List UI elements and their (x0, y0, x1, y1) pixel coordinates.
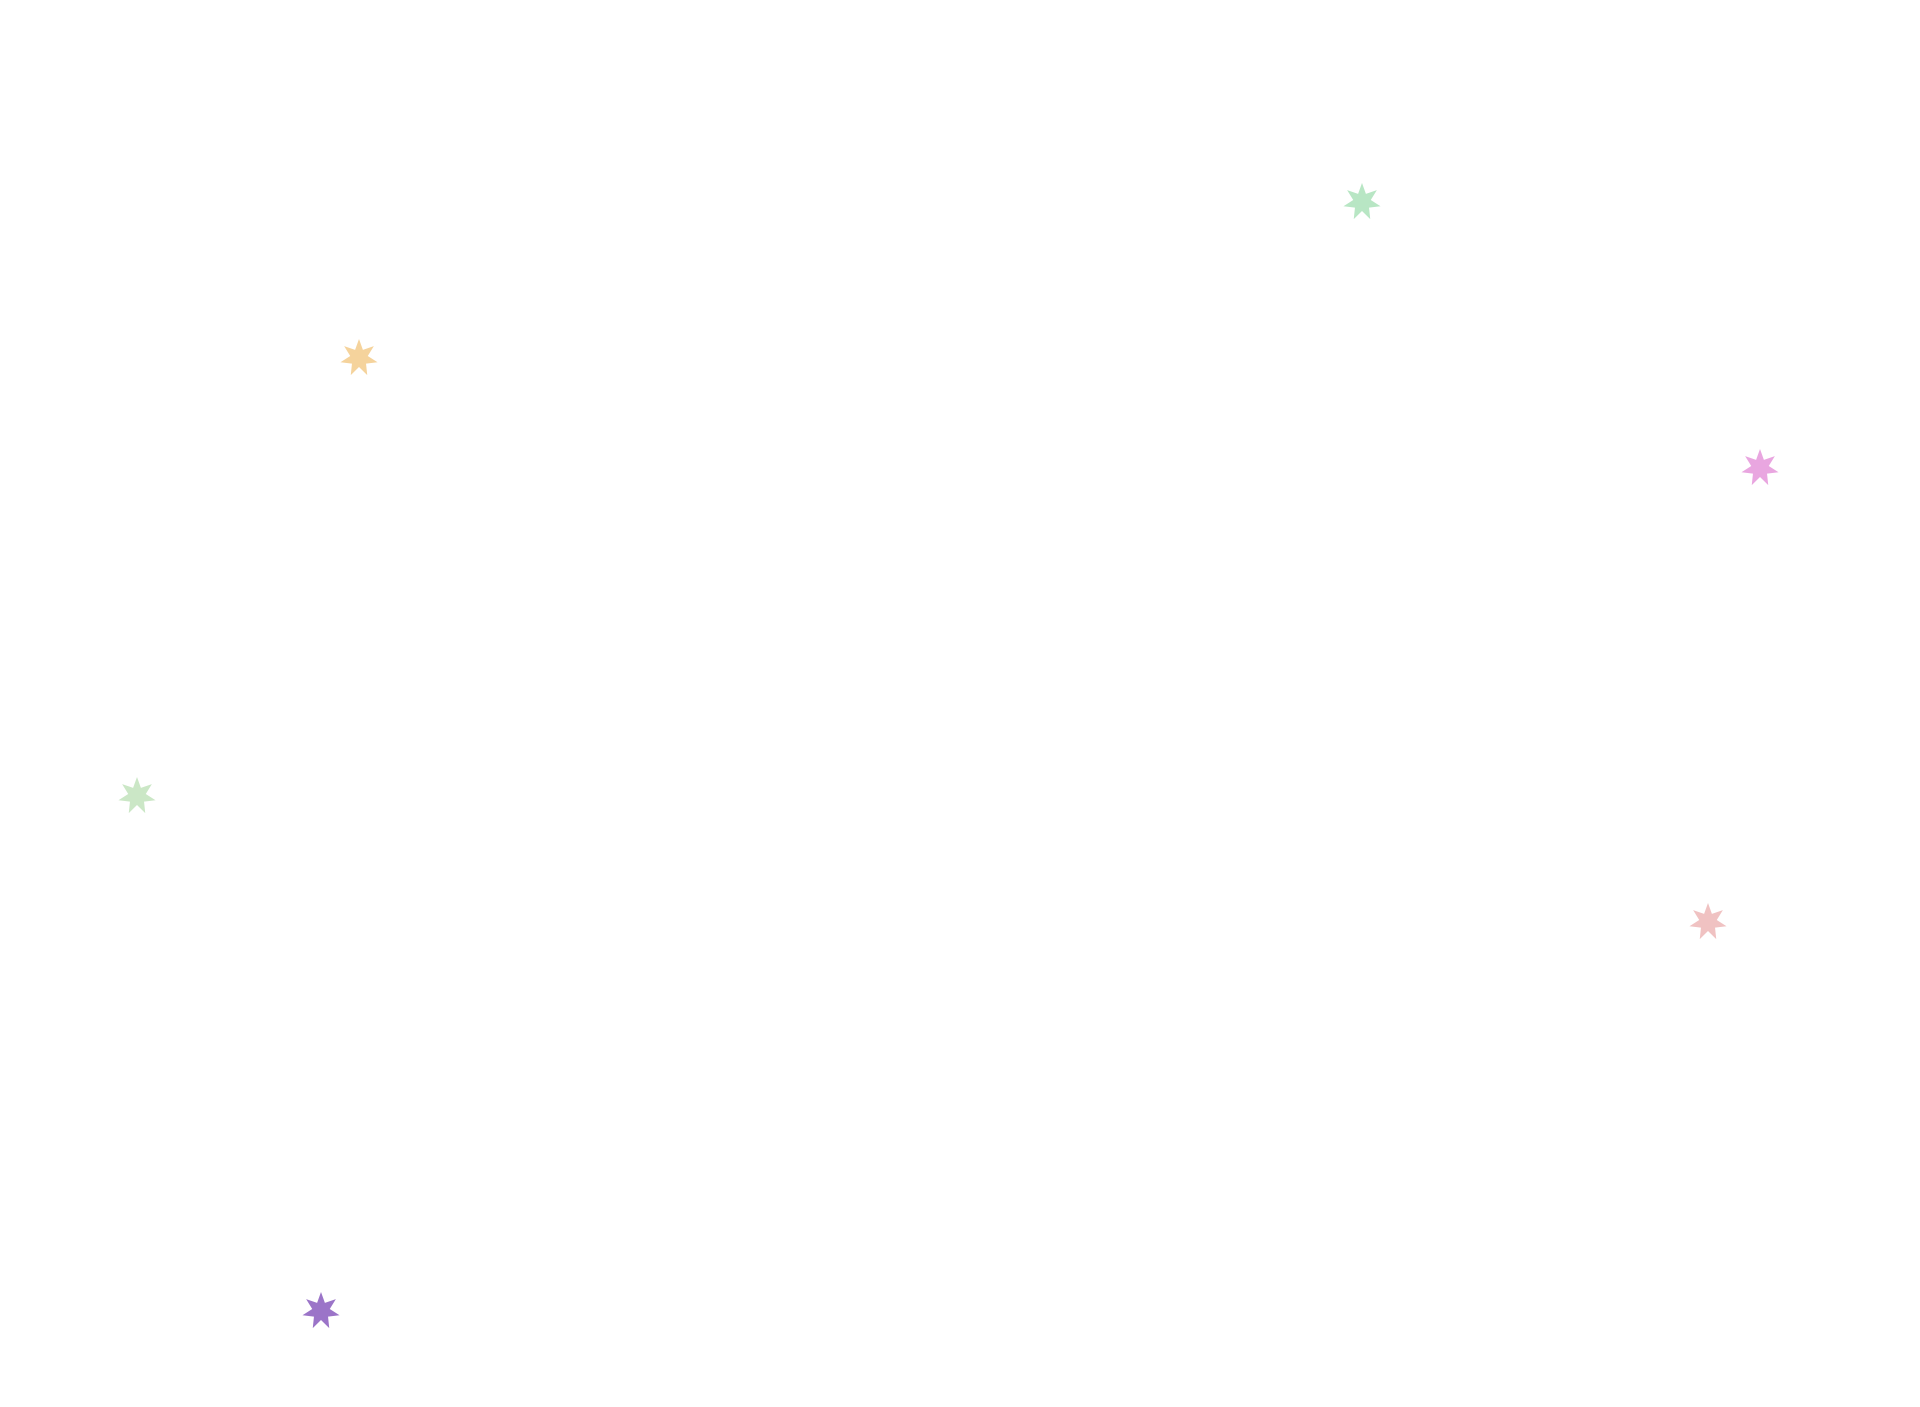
seven-point-star-icon (1741, 449, 1779, 486)
seven-point-star-icon (302, 1292, 340, 1329)
seven-point-star-icon (1343, 183, 1381, 220)
seven-point-star-icon (118, 777, 156, 814)
seven-point-star-icon (340, 339, 378, 376)
seven-point-star-icon (1689, 903, 1727, 940)
